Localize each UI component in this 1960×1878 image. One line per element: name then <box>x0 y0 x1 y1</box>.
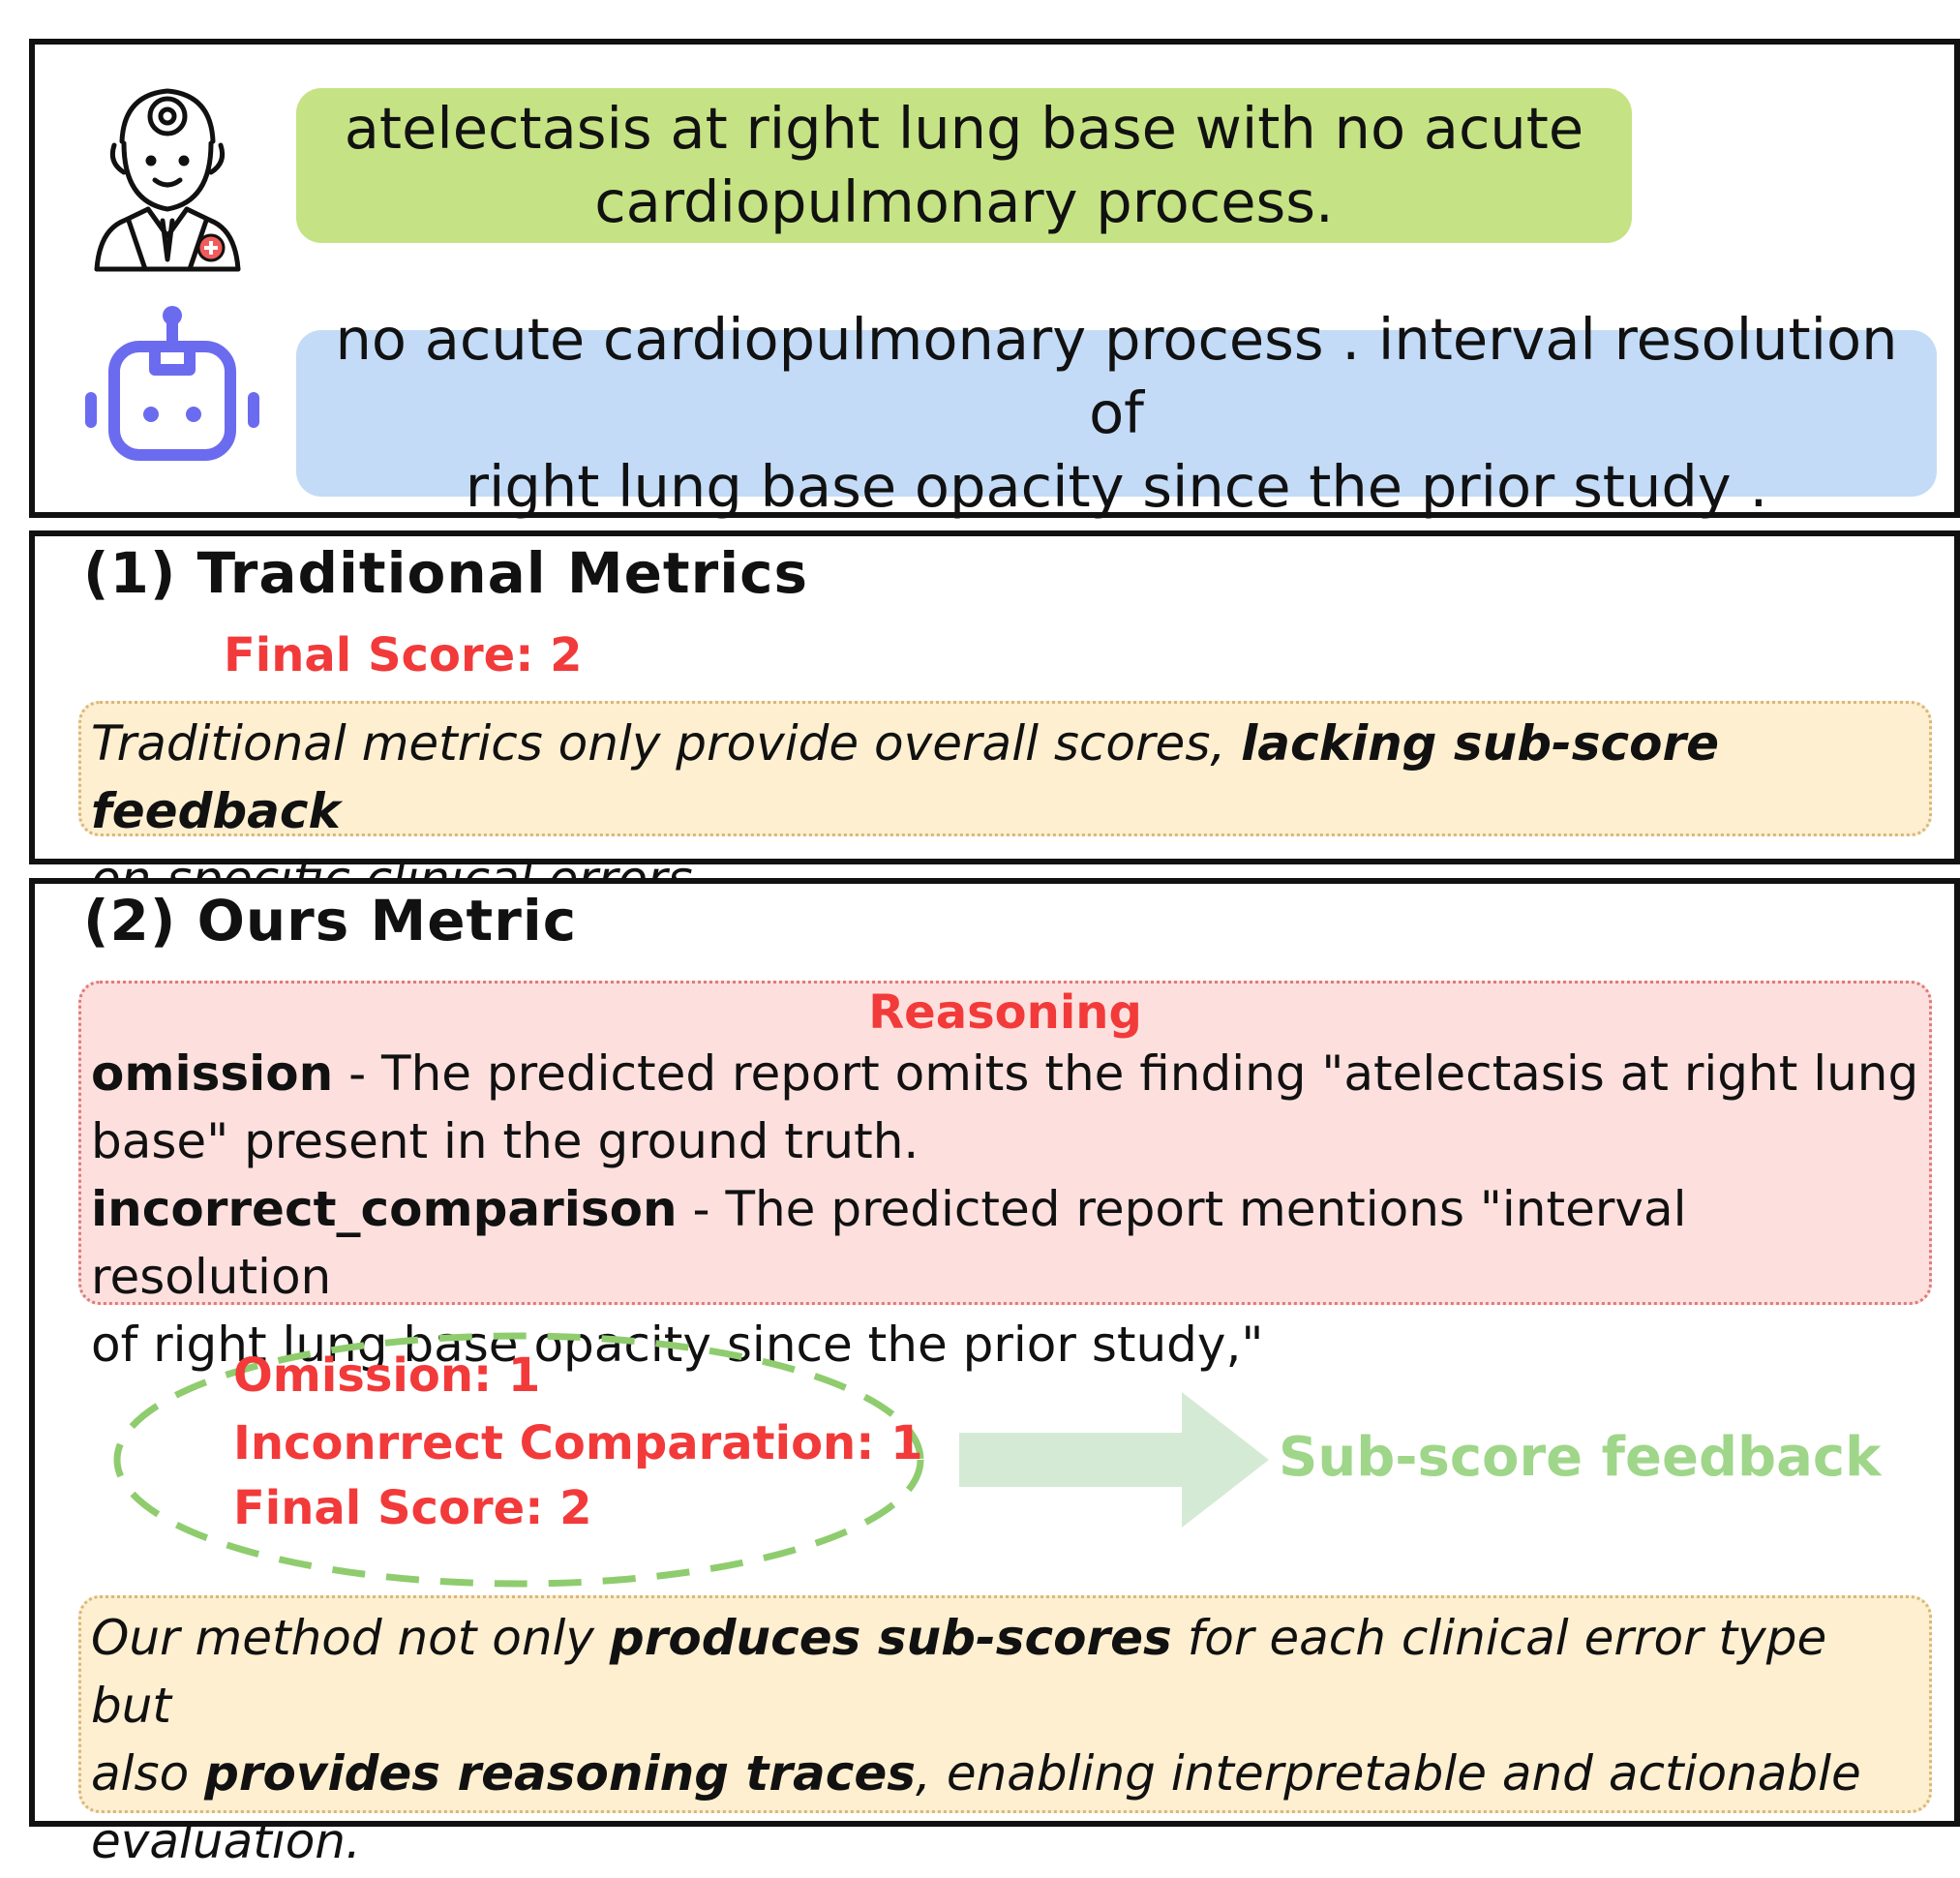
prediction-bubble: no acute cardiopulmonary process . inter… <box>296 306 1937 520</box>
traditional-note-bold: lacking sub-score feedback <box>91 715 1720 839</box>
reasoning-text-omission-b: base" present in the ground truth. <box>91 1113 920 1169</box>
report-comparison-panel: atelectasis at right lung base with no a… <box>29 39 1960 520</box>
traditional-note: Traditional metrics only provide overall… <box>78 701 1932 907</box>
ours-note-g: evaluation. <box>91 1813 361 1869</box>
reasoning-key-omission: omission <box>91 1045 334 1102</box>
prediction-line-1: no acute cardiopulmonary process . inter… <box>335 306 1898 446</box>
traditional-final-score: Final Score: 2 <box>224 628 583 682</box>
reasoning-item-omission: omission - The predicted report omits th… <box>91 1040 1919 1175</box>
ours-note-c: for each clinical error type but <box>91 1610 1827 1734</box>
ours-note-bold-1: produces sub-scores <box>609 1610 1172 1666</box>
ground-truth-line-1: atelectasis at right lung base with no a… <box>344 95 1584 162</box>
reasoning-text-omission-a: - The predicted report omits the finding… <box>333 1045 1919 1102</box>
comparison-score: Inconrrect Comparation: 1 <box>233 1416 923 1470</box>
ours-note-a: Our method not only <box>91 1610 610 1666</box>
ground-truth-line-2: cardiopulmonary process. <box>594 168 1334 235</box>
traditional-note-text: Traditional metrics only provide overall… <box>91 715 1242 772</box>
ours-metric-title: (2) Ours Metric <box>83 888 578 954</box>
traditional-metrics-title: (1) Traditional Metrics <box>83 540 809 606</box>
doctor-icon <box>94 88 241 272</box>
ours-note-d: also <box>91 1745 205 1802</box>
reasoning-key-comparison: incorrect_comparison <box>91 1181 678 1237</box>
omission-score: Omission: 1 <box>233 1348 541 1403</box>
ours-note-bold-2: provides reasoning traces <box>204 1745 917 1802</box>
ours-metric-panel: (2) Ours Metric Reasoning omission - The… <box>29 878 1960 1869</box>
robot-icon <box>85 306 259 461</box>
ours-final-score: Final Score: 2 <box>233 1481 592 1535</box>
ours-note: Our method not only produces sub-scores … <box>78 1595 1932 1869</box>
right-arrow-icon <box>959 1392 1269 1528</box>
reasoning-item-comparison: incorrect_comparison - The predicted rep… <box>91 1175 1919 1378</box>
ours-note-f: , enabling interpretable and actionable <box>916 1745 1861 1802</box>
ground-truth-bubble: atelectasis at right lung base with no a… <box>296 88 1632 243</box>
traditional-metrics-panel: (1) Traditional Metrics Final Score: 2 T… <box>29 530 1960 907</box>
reasoning-title: Reasoning <box>868 985 1142 1040</box>
prediction-line-2: right lung base opacity since the prior … <box>465 453 1768 520</box>
reasoning-text-comparison-a: - The predicted report mentions "interva… <box>91 1181 1687 1305</box>
sub-score-feedback-label: Sub-score feedback <box>1279 1426 1882 1489</box>
sub-score-oval <box>113 1332 924 1588</box>
reasoning-box: Reasoning omission - The predicted repor… <box>78 981 1932 1373</box>
